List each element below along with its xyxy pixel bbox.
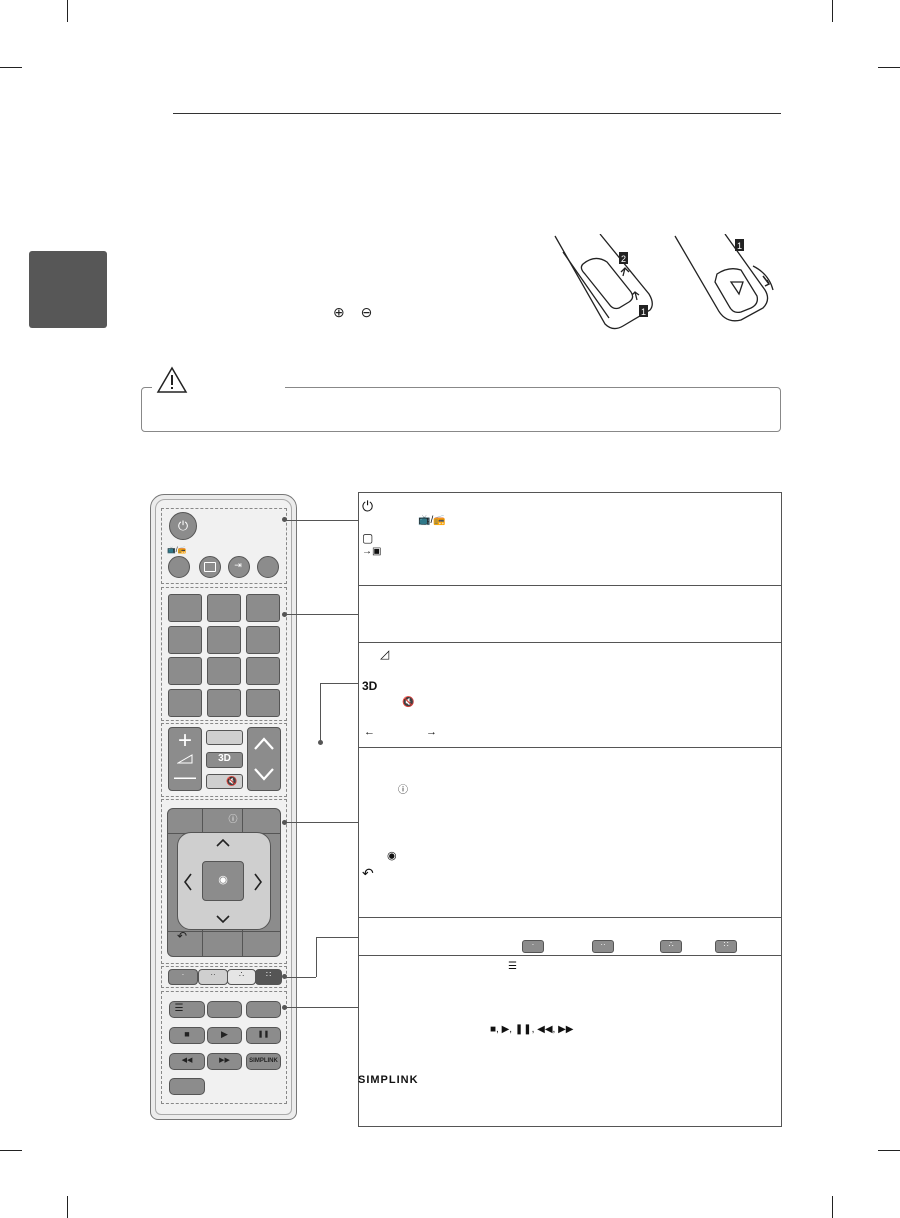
header-rule	[173, 113, 781, 114]
round-button[interactable]	[257, 556, 279, 578]
input-icon: →▣	[362, 546, 382, 557]
info-icon: ⓘ	[398, 785, 408, 796]
simplink-button[interactable]: SIMPLINK	[246, 1053, 281, 1070]
keypad-button-r2c1[interactable]	[168, 626, 202, 654]
remote-zone-navigation	[161, 799, 287, 964]
text-icon: ☰	[508, 961, 517, 972]
keypad-button-r2c2[interactable]	[207, 626, 241, 654]
leader-line	[320, 683, 358, 684]
tv-rad-button[interactable]	[168, 556, 190, 578]
keypad-button-r1c3[interactable]	[246, 594, 280, 622]
crop-mark	[67, 1196, 68, 1218]
leader-line	[284, 1007, 358, 1008]
leader-line	[316, 937, 358, 938]
tv-rad-icon: 📺/📻	[418, 515, 446, 526]
section-tab	[29, 251, 107, 328]
keypad-button-r4c1[interactable]	[168, 689, 202, 717]
3d-button[interactable]: 3D	[206, 752, 243, 768]
volume-down-icon: —	[174, 764, 196, 789]
blank-button-3[interactable]	[246, 1001, 281, 1018]
power-icon: ⏻	[362, 498, 374, 514]
keypad-button-r3c2[interactable]	[207, 657, 241, 685]
3d-label: 3D	[218, 753, 231, 764]
arrow-left-icon: ←	[364, 726, 375, 738]
leader-line	[284, 822, 358, 823]
mute-button[interactable]: 🔇	[206, 774, 243, 789]
crop-mark	[0, 1150, 22, 1151]
blank-button-2[interactable]	[207, 1001, 242, 1018]
remote-zone-playback	[161, 991, 287, 1104]
remote-zone-volume	[161, 723, 287, 797]
rewind-button[interactable]: ◀◀	[169, 1053, 205, 1070]
info-icon: ⓘ	[228, 814, 238, 824]
crop-mark	[67, 0, 68, 22]
remote-zone-power	[161, 508, 287, 584]
keypad-button-r3c1[interactable]	[168, 657, 202, 685]
keypad-button-r1c2[interactable]	[207, 594, 241, 622]
volume-icon: ◿	[380, 647, 390, 661]
keypad-button-r1c1[interactable]	[168, 594, 202, 622]
description-panel	[358, 492, 782, 1127]
color-badge-2: ··	[592, 940, 614, 953]
input-icon: ⇥	[234, 560, 242, 570]
battery-cover-illustration: 2 1 1	[554, 234, 774, 330]
crop-mark	[832, 1196, 833, 1218]
keypad-button-r2c3[interactable]	[246, 626, 280, 654]
fast-forward-button[interactable]: ▶▶	[207, 1053, 242, 1070]
crop-mark	[878, 67, 900, 68]
program-rocker[interactable]	[247, 727, 281, 791]
play-button[interactable]: ▶	[207, 1027, 242, 1044]
bottom-button[interactable]	[169, 1078, 205, 1095]
caution-box	[141, 387, 781, 432]
color-badge-3: ∴	[660, 940, 682, 953]
power-icon: ⏻	[177, 518, 189, 533]
crop-mark	[0, 67, 22, 68]
simplink-logo: SIMPLINK	[358, 1074, 419, 1086]
keypad-button-r4c3[interactable]	[246, 689, 280, 717]
warning-triangle-icon	[156, 366, 188, 393]
svg-text:2: 2	[621, 254, 626, 264]
volume-icon	[177, 754, 193, 764]
battery-polarity-symbols: ⊕ ⊖	[333, 304, 379, 320]
back-icon: ↶	[362, 865, 374, 881]
volume-up-icon: +	[177, 727, 192, 754]
ratio-button[interactable]	[199, 556, 221, 578]
color-button-2[interactable]: ··	[198, 969, 228, 985]
program-up-down-icon	[254, 737, 274, 781]
ok-button[interactable]: ◉	[202, 861, 244, 901]
ok-icon: ◉	[387, 850, 397, 862]
crop-mark	[832, 0, 833, 22]
color-button-1[interactable]: ·	[168, 969, 198, 985]
color-button-4[interactable]: ∷	[255, 969, 282, 985]
crop-mark	[878, 1150, 900, 1151]
leader-line	[284, 614, 358, 615]
stop-button[interactable]: ■	[169, 1027, 205, 1044]
back-icon: ↶	[176, 929, 188, 943]
mute-icon: 🔇	[402, 697, 415, 708]
svg-text:1: 1	[641, 307, 646, 317]
color-badge-1: ·	[522, 940, 544, 953]
ok-icon: ◉	[218, 874, 228, 886]
remote-zone-number-pad	[161, 587, 287, 721]
volume-rocker[interactable]: + —	[168, 727, 202, 791]
color-button-3[interactable]: ∴	[227, 969, 256, 985]
ratio-icon: ▢	[362, 531, 374, 545]
ratio-icon	[204, 562, 216, 572]
power-button[interactable]: ⏻	[169, 512, 197, 540]
playback-icons: ■, ▶, ❚❚, ◀◀, ▶▶	[490, 1024, 574, 1035]
keypad-button-r4c2[interactable]	[207, 689, 241, 717]
keypad-button-r3c3[interactable]	[246, 657, 280, 685]
pause-button[interactable]: ❚❚	[246, 1027, 281, 1044]
dpad-arrows	[184, 838, 262, 924]
tv-rad-label: 📺/📻	[167, 547, 187, 554]
text-button[interactable]: ☰	[169, 1001, 205, 1018]
color-badge-4: ∷	[715, 940, 737, 953]
mute-icon: 🔇	[226, 776, 238, 786]
svg-text:1: 1	[737, 241, 742, 251]
leader-line	[284, 520, 358, 521]
3d-icon: 3D	[362, 679, 378, 693]
input-button[interactable]: ⇥	[228, 556, 250, 578]
arrow-right-icon: →	[426, 726, 437, 738]
blank-button[interactable]	[206, 730, 243, 745]
